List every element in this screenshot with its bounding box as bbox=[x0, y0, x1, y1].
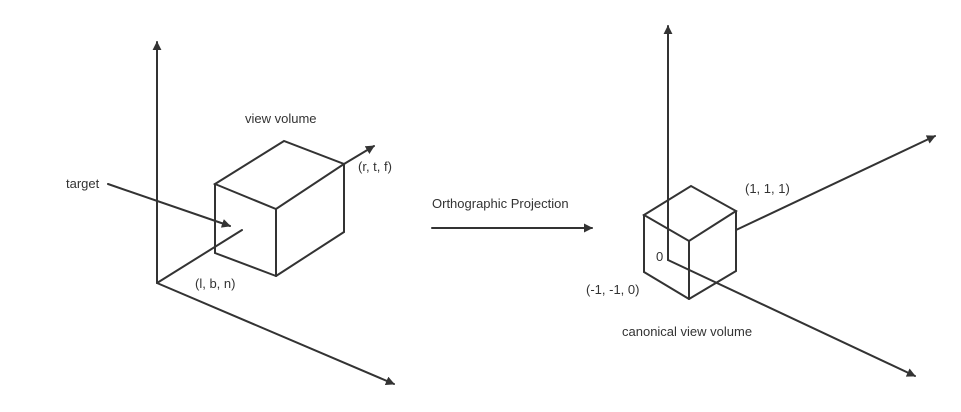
label-lbn: (l, b, n) bbox=[195, 276, 235, 291]
left-z-axis-lower bbox=[156, 229, 243, 284]
canonical-cube-edge bbox=[688, 270, 737, 300]
cube-edge bbox=[275, 231, 345, 277]
target-arrow bbox=[107, 183, 231, 228]
left-z-axis-upper bbox=[343, 145, 375, 165]
canonical-cube bbox=[642, 184, 738, 300]
right-coordinate-system bbox=[663, 25, 936, 377]
left-x-axis bbox=[156, 282, 395, 385]
canonical-cube-top-face bbox=[642, 184, 738, 243]
label-target: target bbox=[66, 176, 100, 191]
label-canonical-view-volume: canonical view volume bbox=[622, 324, 752, 339]
view-volume-cube bbox=[212, 139, 347, 277]
cube-edge bbox=[214, 252, 277, 277]
label-view-volume: view volume bbox=[245, 111, 317, 126]
label-origin-zero: 0 bbox=[656, 249, 663, 264]
right-z-axis bbox=[735, 135, 936, 231]
left-coordinate-system bbox=[152, 41, 395, 385]
label-orthographic-projection: Orthographic Projection bbox=[432, 196, 569, 211]
label-neg-corner: (-1, -1, 0) bbox=[586, 282, 639, 297]
right-x-axis bbox=[667, 259, 916, 377]
cube-top-face bbox=[212, 139, 347, 211]
canonical-cube-edge bbox=[643, 271, 690, 300]
label-rtf: (r, t, f) bbox=[358, 159, 392, 174]
label-one-one-one: (1, 1, 1) bbox=[745, 181, 790, 196]
